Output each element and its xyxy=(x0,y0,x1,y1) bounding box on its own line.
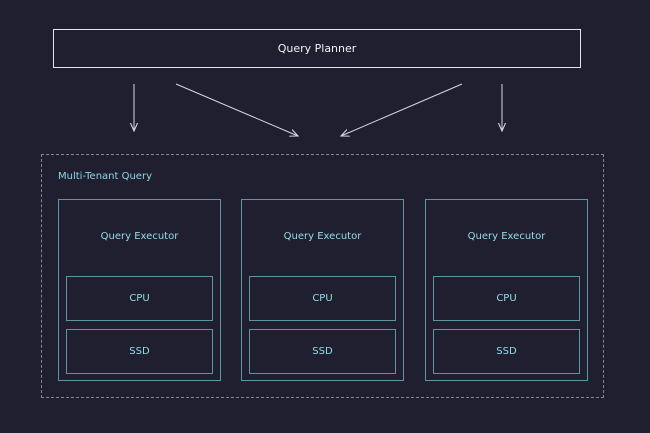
ssd-label: SSD xyxy=(496,346,517,357)
query-executor-title: Query Executor xyxy=(283,231,362,242)
multi-tenant-query-label: Multi-Tenant Query xyxy=(58,171,152,182)
query-executor-title: Query Executor xyxy=(467,231,546,242)
query-executor-title: Query Executor xyxy=(100,231,179,242)
cpu-box: CPU xyxy=(433,276,580,321)
cpu-label: CPU xyxy=(129,293,150,304)
ssd-box: SSD xyxy=(433,329,580,374)
ssd-box: SSD xyxy=(66,329,213,374)
query-executor-3: Query Executor CPU SSD xyxy=(425,199,588,381)
arrow-diagonal-left xyxy=(175,83,298,136)
query-executor-2: Query Executor CPU SSD xyxy=(241,199,404,381)
cpu-box: CPU xyxy=(66,276,213,321)
ssd-label: SSD xyxy=(312,346,333,357)
cpu-label: CPU xyxy=(496,293,517,304)
arrow-diagonal-right xyxy=(341,83,463,136)
ssd-label: SSD xyxy=(129,346,150,357)
query-planner-box: Query Planner xyxy=(53,29,581,68)
cpu-box: CPU xyxy=(249,276,396,321)
query-executor-1: Query Executor CPU SSD xyxy=(58,199,221,381)
query-planner-label: Query Planner xyxy=(277,42,357,55)
ssd-box: SSD xyxy=(249,329,396,374)
multi-tenant-query-group xyxy=(41,154,604,398)
cpu-label: CPU xyxy=(312,293,333,304)
